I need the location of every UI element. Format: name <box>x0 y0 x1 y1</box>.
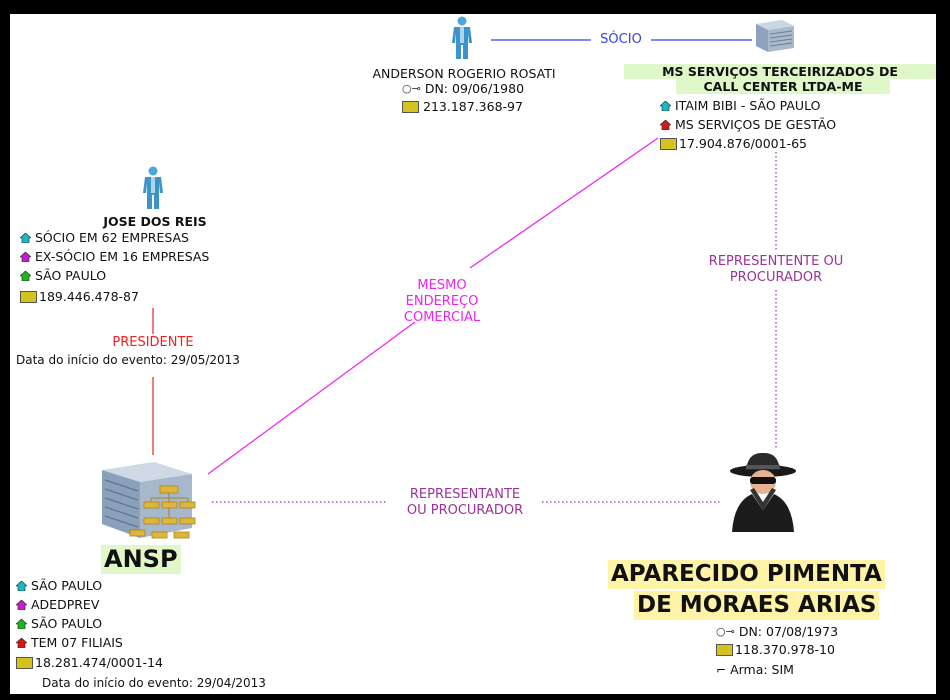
aparecido-arma-text: Arma: SIM <box>730 662 794 677</box>
id-card-icon <box>16 656 33 669</box>
jose-doc-text: 189.446.478-87 <box>39 289 139 304</box>
ms-attr-2-text: MS SERVIÇOS DE GESTÃO <box>675 117 837 132</box>
ms-attr-1: ITAIM BIBI - SÃO PAULO <box>660 98 820 113</box>
ansp-name: ANSP <box>101 545 181 574</box>
id-card-icon <box>402 100 419 113</box>
ms-attr-2: MS SERVIÇOS DE GESTÃO <box>660 117 836 132</box>
presidente-event-date: Data do início do evento: 29/05/2013 <box>16 353 240 367</box>
jose-attr-2: EX-SÓCIO EM 16 EMPRESAS <box>20 249 209 264</box>
ms-attr-1-text: ITAIM BIBI - SÃO PAULO <box>675 98 821 113</box>
anderson-name: ANDERSON ROGERIO ROSATI <box>372 66 556 81</box>
aparecido-node[interactable]: APARECIDO PIMENTA DE MORAES ARIAS ○⊸ DN:… <box>594 450 936 694</box>
ms-doc-text: 17.904.876/0001-65 <box>679 136 808 151</box>
home-icon <box>660 119 671 130</box>
jose-attr-3: SÃO PAULO <box>20 268 106 283</box>
jose-doc: 189.446.478-87 <box>20 289 139 304</box>
aparecido-doc: 118.370.978-10 <box>716 642 835 657</box>
gun-icon: ⌐ <box>716 662 727 677</box>
socio-label: SÓCIO <box>600 32 642 47</box>
ansp-attr-3-text: SÃO PAULO <box>31 616 103 631</box>
anderson-node[interactable]: ANDERSON ROGERIO ROSATI ○⊸ DN: 09/06/198… <box>344 16 556 136</box>
id-card-icon <box>660 137 677 150</box>
home-icon <box>16 637 27 648</box>
ansp-attr-4: TEM 07 FILIAIS <box>16 635 123 650</box>
ms-name-line2: CALL CENTER LTDA-ME <box>676 79 890 94</box>
link-lines <box>152 39 777 503</box>
aparecido-name-line2: DE MORAES ARIAS <box>634 591 880 620</box>
building-icon <box>756 20 794 52</box>
mesmo-endereco-line <box>469 137 659 269</box>
id-card-icon <box>20 290 37 303</box>
ansp-node[interactable]: ANSP SÃO PAULO ADEDPREV SÃO PAULO TEM 07… <box>10 462 310 694</box>
ansp-attr-1-text: SÃO PAULO <box>31 578 103 593</box>
representante-ansp-label: REPRESENTANTE OU PROCURADOR <box>385 487 545 519</box>
mesmo-endereco-line <box>207 321 416 475</box>
jose-name: JOSE DOS REIS <box>103 214 207 229</box>
representante-ms-label: REPRESENTENTE OU PROCURADOR <box>686 254 866 286</box>
ms-doc: 17.904.876/0001-65 <box>660 136 807 151</box>
jose-node[interactable]: JOSE DOS REIS SÓCIO EM 62 EMPRESAS EX-SÓ… <box>20 164 290 304</box>
jose-attr-3-text: SÃO PAULO <box>35 268 107 283</box>
ansp-doc-text: 18.281.474/0001-14 <box>35 655 164 670</box>
aparecido-dn: ○⊸ DN: 07/08/1973 <box>716 624 838 639</box>
home-icon <box>20 270 31 281</box>
representante-ms-line2: PROCURADOR <box>729 270 823 285</box>
aparecido-arma: ⌐ Arma: SIM <box>716 662 794 677</box>
representante-ansp-line2: OU PROCURADOR <box>406 503 524 518</box>
mesmo-endereco-line2: ENDEREÇO <box>405 294 479 309</box>
ansp-attr-1: SÃO PAULO <box>16 578 102 593</box>
relationship-diagram: SÓCIO PRESIDENTE Data do início do event… <box>10 14 936 694</box>
company-network-building-icon <box>102 462 196 539</box>
aparecido-doc-text: 118.370.978-10 <box>735 642 835 657</box>
mesmo-endereco-line3: COMERCIAL <box>403 310 481 325</box>
home-icon <box>20 232 31 243</box>
home-icon <box>16 580 27 591</box>
aparecido-name-line1: APARECIDO PIMENTA <box>608 560 885 589</box>
anderson-doc-text: 213.187.368-97 <box>423 99 523 114</box>
id-card-icon <box>716 643 733 656</box>
anderson-doc: 213.187.368-97 <box>402 99 523 114</box>
presidente-label: PRESIDENTE <box>112 335 194 350</box>
ansp-attr-3: SÃO PAULO <box>16 616 102 631</box>
spy-avatar-icon <box>730 452 796 532</box>
home-icon <box>20 251 31 262</box>
key-icon: ○⊸ <box>716 625 735 638</box>
ansp-event-date: Data do início do evento: 29/04/2013 <box>42 676 266 690</box>
ansp-attr-2-text: ADEDPREV <box>31 597 100 612</box>
jose-attr-1: SÓCIO EM 62 EMPRESAS <box>20 230 189 245</box>
person-icon <box>452 16 472 59</box>
ms-node[interactable]: MS SERVIÇOS TERCEIRIZADOS DE CALL CENTER… <box>624 14 936 154</box>
mesmo-endereco-line1: MESMO <box>417 278 467 293</box>
jose-attr-1-text: SÓCIO EM 62 EMPRESAS <box>35 230 189 245</box>
ansp-attr-4-text: TEM 07 FILIAIS <box>31 635 123 650</box>
home-icon <box>16 599 27 610</box>
home-icon <box>16 618 27 629</box>
representante-ansp-line1: REPRESENTANTE <box>409 487 521 502</box>
person-icon <box>143 166 163 209</box>
ms-name-line1: MS SERVIÇOS TERCEIRIZADOS DE <box>624 64 936 79</box>
representante-ms-line1: REPRESENTENTE OU <box>708 254 844 269</box>
ansp-doc: 18.281.474/0001-14 <box>16 655 163 670</box>
jose-attr-2-text: EX-SÓCIO EM 16 EMPRESAS <box>35 249 210 264</box>
key-icon: ○⊸ <box>402 82 421 95</box>
mesmo-endereco-label: MESMO ENDEREÇO COMERCIAL <box>382 278 502 326</box>
home-icon <box>660 100 671 111</box>
anderson-dn-text: DN: 09/06/1980 <box>424 81 525 96</box>
aparecido-dn-text: DN: 07/08/1973 <box>738 624 839 639</box>
anderson-dn: ○⊸ DN: 09/06/1980 <box>402 81 524 96</box>
ansp-attr-2: ADEDPREV <box>16 597 99 612</box>
